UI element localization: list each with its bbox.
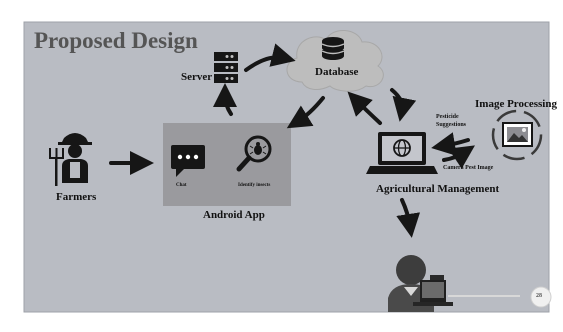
chat-label: Chat: [176, 183, 187, 188]
pesticide-suggestions-label: Pesticide Suggestions: [436, 114, 467, 128]
arrow-laptop-to-user: [396, 198, 421, 238]
slide-progress-bar: [448, 286, 552, 308]
agricultural-management-label: Agricultural Management: [376, 183, 500, 195]
database-cloud: [286, 30, 384, 92]
database-icon: [321, 37, 345, 60]
arrow-app-to-server: [213, 83, 238, 116]
identify-insects-label: Identify insects: [238, 183, 271, 188]
farmer-icon: [49, 133, 92, 186]
chat-icon: [171, 145, 205, 177]
user-at-computer-icon: [388, 255, 453, 312]
image-processing-label: Image Processing: [475, 98, 557, 110]
arrow-database-to-app: [286, 96, 325, 129]
page-number: 28: [536, 293, 542, 299]
slide-title: Proposed Design: [34, 28, 198, 53]
server-label: Server: [181, 71, 213, 83]
arrow-database-to-laptop: [390, 88, 417, 122]
search-bug-icon: [236, 135, 272, 172]
farmers-label: Farmers: [56, 191, 97, 203]
camera-pest-image-label: Camera Pest Image: [443, 165, 494, 171]
database-label: Database: [315, 66, 359, 78]
arrow-laptop-to-processing: [442, 145, 475, 169]
arrow-server-to-database: [244, 43, 296, 72]
android-app-label: Android App: [203, 209, 265, 221]
laptop-globe-icon: [366, 132, 438, 174]
image-processing-icon: [491, 109, 543, 161]
arrow-laptop-to-database: [347, 91, 382, 125]
flow-arrows: [109, 43, 475, 238]
arrow-processing-to-laptop: [431, 132, 470, 156]
server-icon: [214, 52, 238, 83]
